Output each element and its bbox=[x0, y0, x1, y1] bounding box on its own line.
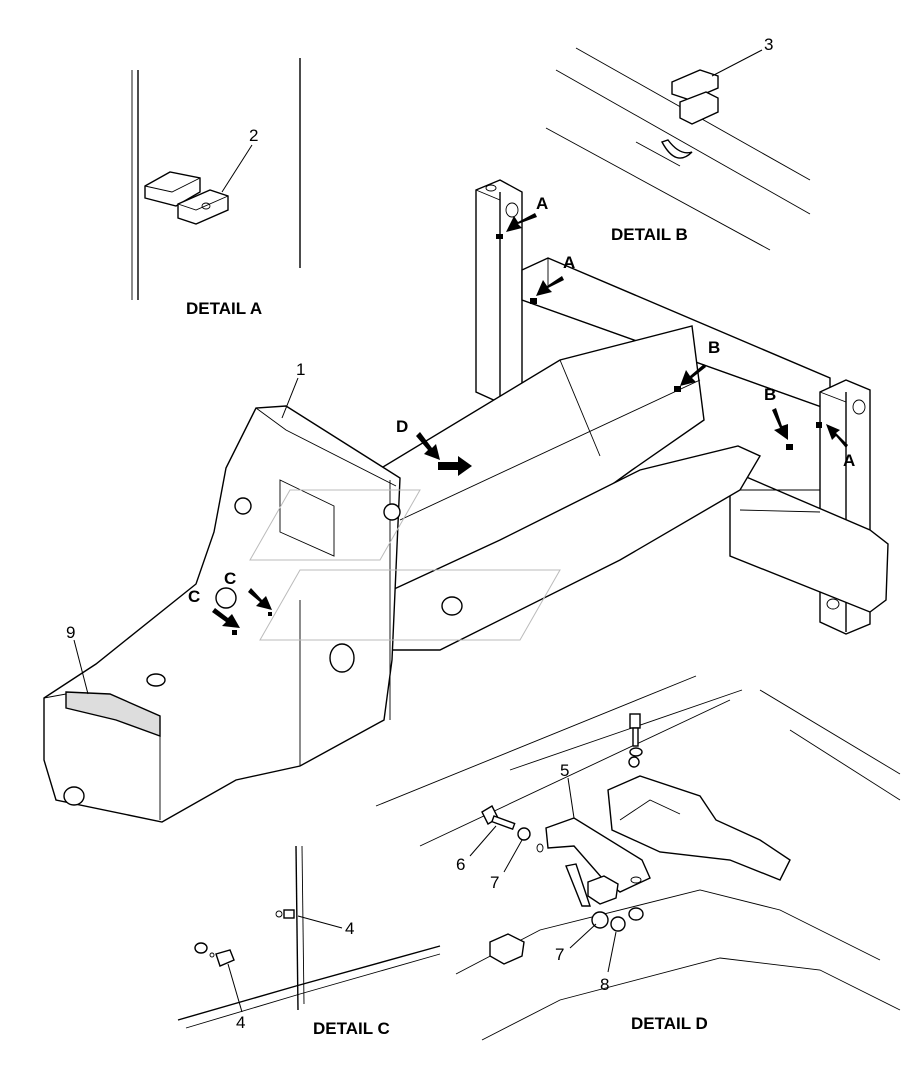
svg-text:B: B bbox=[708, 338, 720, 357]
detail-b-view: 3 DETAIL B bbox=[545, 35, 811, 251]
detail-b-label: DETAIL B bbox=[611, 225, 688, 244]
arrow-c-2: C bbox=[224, 569, 272, 616]
svg-text:C: C bbox=[188, 587, 200, 606]
callout-6: 6 bbox=[456, 855, 465, 874]
svg-text:D: D bbox=[396, 417, 408, 436]
callout-3: 3 bbox=[764, 35, 773, 54]
detail-d-view: 5 6 7 7 8 DETAIL D bbox=[375, 675, 901, 1041]
callout-1: 1 bbox=[296, 360, 305, 379]
callout-4-lower: 4 bbox=[236, 1013, 245, 1032]
detail-c-label: DETAIL C bbox=[313, 1019, 390, 1038]
detail-d-label: DETAIL D bbox=[631, 1014, 708, 1033]
svg-text:A: A bbox=[536, 194, 548, 213]
arrow-a-2: A bbox=[530, 253, 575, 304]
arrow-b-2: B bbox=[764, 385, 793, 450]
arrow-b-1: B bbox=[674, 338, 720, 392]
arrow-a-1: A bbox=[496, 194, 548, 239]
arrow-d-1: D bbox=[396, 417, 472, 476]
callout-7-lower: 7 bbox=[555, 945, 564, 964]
svg-text:B: B bbox=[764, 385, 776, 404]
callout-2: 2 bbox=[249, 126, 258, 145]
arrow-c-1: C bbox=[188, 587, 240, 635]
callout-7-upper: 7 bbox=[490, 873, 499, 892]
detail-c-view: 4 4 DETAIL C bbox=[177, 845, 441, 1038]
callout-5: 5 bbox=[560, 761, 569, 780]
callout-9: 9 bbox=[66, 623, 75, 642]
svg-text:C: C bbox=[224, 569, 236, 588]
arrow-a-3: A bbox=[816, 422, 855, 470]
main-frame-assembly: 9 1 bbox=[43, 179, 889, 823]
detail-a-view: 2 DETAIL A bbox=[131, 58, 301, 318]
svg-text:A: A bbox=[843, 451, 855, 470]
callout-8: 8 bbox=[600, 975, 609, 994]
svg-text:A: A bbox=[563, 253, 575, 272]
detail-a-label: DETAIL A bbox=[186, 299, 262, 318]
callout-4-upper: 4 bbox=[345, 919, 354, 938]
